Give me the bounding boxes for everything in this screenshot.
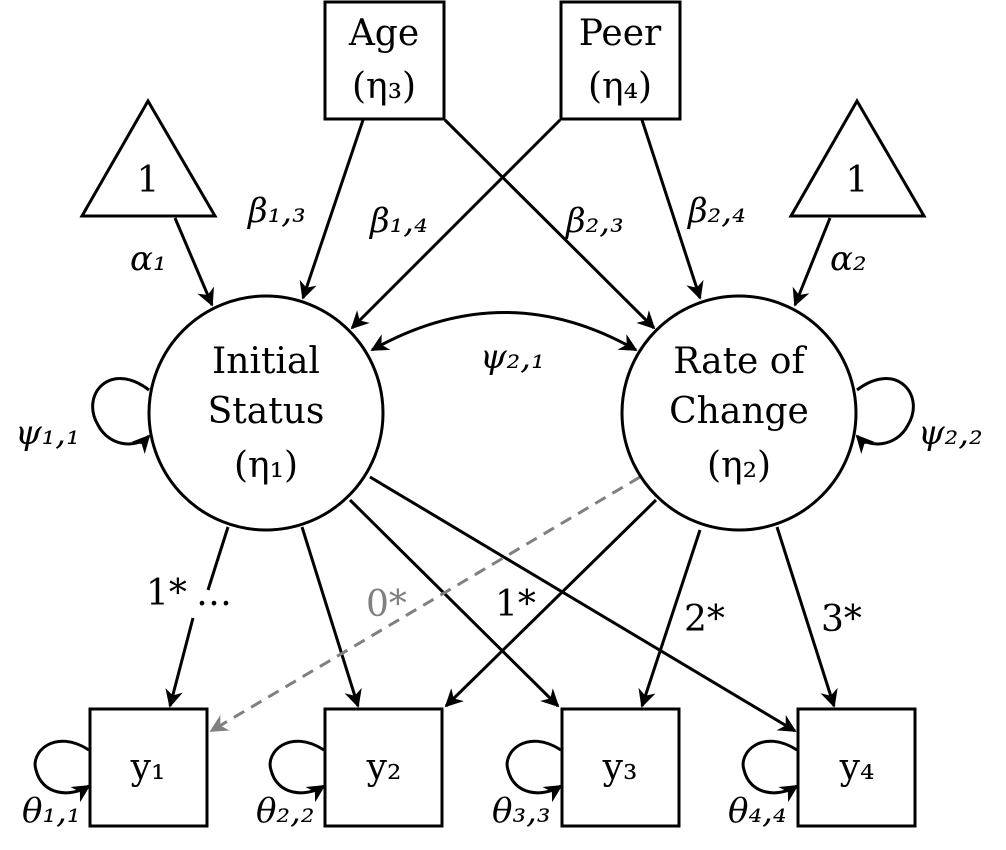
peer-symbol: (η₄) xyxy=(588,66,652,107)
rate-of-change-line2: Change xyxy=(669,391,809,432)
label-load-3: 3* xyxy=(821,599,862,640)
edge-load-rc-y1 xyxy=(209,475,641,733)
peer-box xyxy=(559,0,682,121)
label-theta11: θ₁,₁ xyxy=(22,791,81,831)
initial-status-line1: Initial xyxy=(212,341,320,382)
constant-left-label: 1 xyxy=(137,160,160,201)
edge-beta13 xyxy=(299,119,365,300)
label-beta13: β₁,₃ xyxy=(246,191,306,231)
y2-box xyxy=(323,707,444,828)
edge-load-is-y4 xyxy=(369,475,797,733)
label-load-1b: 1* xyxy=(495,584,536,625)
label-load-dots: … xyxy=(196,573,232,614)
label-psi21: ψ₂,₁ xyxy=(480,337,545,377)
edge-load-is-y1-a xyxy=(206,526,230,591)
edge-load-rc-y4 xyxy=(775,526,838,708)
peer-label: Peer xyxy=(579,13,662,54)
y2-label: y₂ xyxy=(366,747,402,788)
loop-theta44 xyxy=(741,739,799,803)
edge-load-is-y2 xyxy=(300,526,362,708)
label-alpha2: α₂ xyxy=(830,239,867,279)
edge-load-is-y3 xyxy=(348,498,560,708)
age-label: Age xyxy=(348,13,419,54)
label-load-1: 1* xyxy=(146,573,187,614)
initial-status-line2: Status xyxy=(208,391,325,432)
edge-beta23 xyxy=(443,118,656,330)
edge-load-rc-y2 xyxy=(444,498,658,708)
edge-alpha1 xyxy=(173,217,214,307)
initial-status-symbol: (η₁) xyxy=(234,445,298,486)
rate-of-change-circle xyxy=(620,294,858,532)
label-psi22: ψ₂,₂ xyxy=(918,413,983,453)
y4-label: y₄ xyxy=(839,747,875,788)
label-beta24: β₂,₄ xyxy=(686,191,746,231)
constant-triangle-left xyxy=(79,98,218,218)
label-psi11: ψ₁,₁ xyxy=(15,413,80,453)
label-load-2: 2* xyxy=(684,599,725,640)
label-theta22: θ₂,₂ xyxy=(256,791,315,831)
rate-of-change-line1: Rate of xyxy=(673,341,807,382)
y1-label: y₁ xyxy=(130,747,166,788)
initial-status-circle xyxy=(147,294,385,532)
loop-psi11 xyxy=(91,377,151,455)
label-beta14: β₁,₄ xyxy=(368,201,428,241)
label-theta33: θ₃,₃ xyxy=(492,791,551,831)
loop-theta11 xyxy=(33,739,91,803)
rate-of-change-symbol: (η₂) xyxy=(707,445,771,486)
constant-triangle-right xyxy=(788,98,927,218)
y4-box xyxy=(796,707,917,828)
y3-box xyxy=(560,707,681,828)
y3-label: y₃ xyxy=(602,747,638,788)
label-theta44: θ₄,₄ xyxy=(728,791,787,831)
edge-beta24 xyxy=(640,119,704,300)
age-box xyxy=(323,0,446,121)
label-load-0: 0* xyxy=(366,584,407,625)
loop-theta33 xyxy=(505,739,563,803)
edge-beta14 xyxy=(350,118,562,330)
loop-theta22 xyxy=(268,739,326,803)
y1-box xyxy=(88,707,209,828)
constant-right-label: 1 xyxy=(846,160,869,201)
edge-load-is-y1-b xyxy=(165,617,195,708)
edge-psi21 xyxy=(370,311,638,352)
age-symbol: (η₃) xyxy=(352,66,416,107)
label-alpha1: α₁ xyxy=(130,239,167,279)
edge-load-rc-y3 xyxy=(638,529,702,708)
loop-psi22 xyxy=(855,377,915,455)
label-beta23: β₂,₃ xyxy=(564,201,624,241)
edge-alpha2 xyxy=(792,217,832,307)
